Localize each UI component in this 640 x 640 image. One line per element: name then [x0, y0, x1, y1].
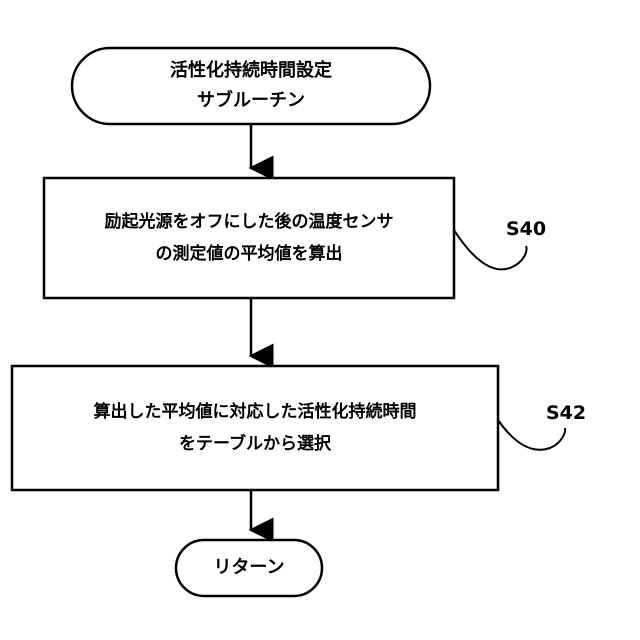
start-line1: 活性化持続時間設定 — [170, 56, 332, 86]
step-id-s40: S40 — [506, 218, 546, 240]
end-terminal-text: リターン — [176, 540, 322, 596]
leader-line-s42 — [498, 420, 565, 450]
s42-text: 算出した平均値に対応した活性化持続時間 をテーブルから選択 — [12, 366, 498, 490]
step-id-s42: S42 — [546, 402, 586, 424]
end-label: リターン — [213, 552, 284, 584]
s42-line2: をテーブルから選択 — [179, 428, 331, 460]
s40-line1: 励起光源をオフにした後の温度センサ — [105, 206, 394, 238]
s40-text: 励起光源をオフにした後の温度センサ の測定値の平均値を算出 — [44, 178, 454, 298]
s40-line2: の測定値の平均値を算出 — [156, 238, 343, 270]
start-terminal-text: 活性化持続時間設定 サブルーチン — [72, 48, 430, 124]
start-line2: サブルーチン — [197, 86, 305, 116]
s42-line1: 算出した平均値に対応した活性化持続時間 — [94, 396, 417, 428]
